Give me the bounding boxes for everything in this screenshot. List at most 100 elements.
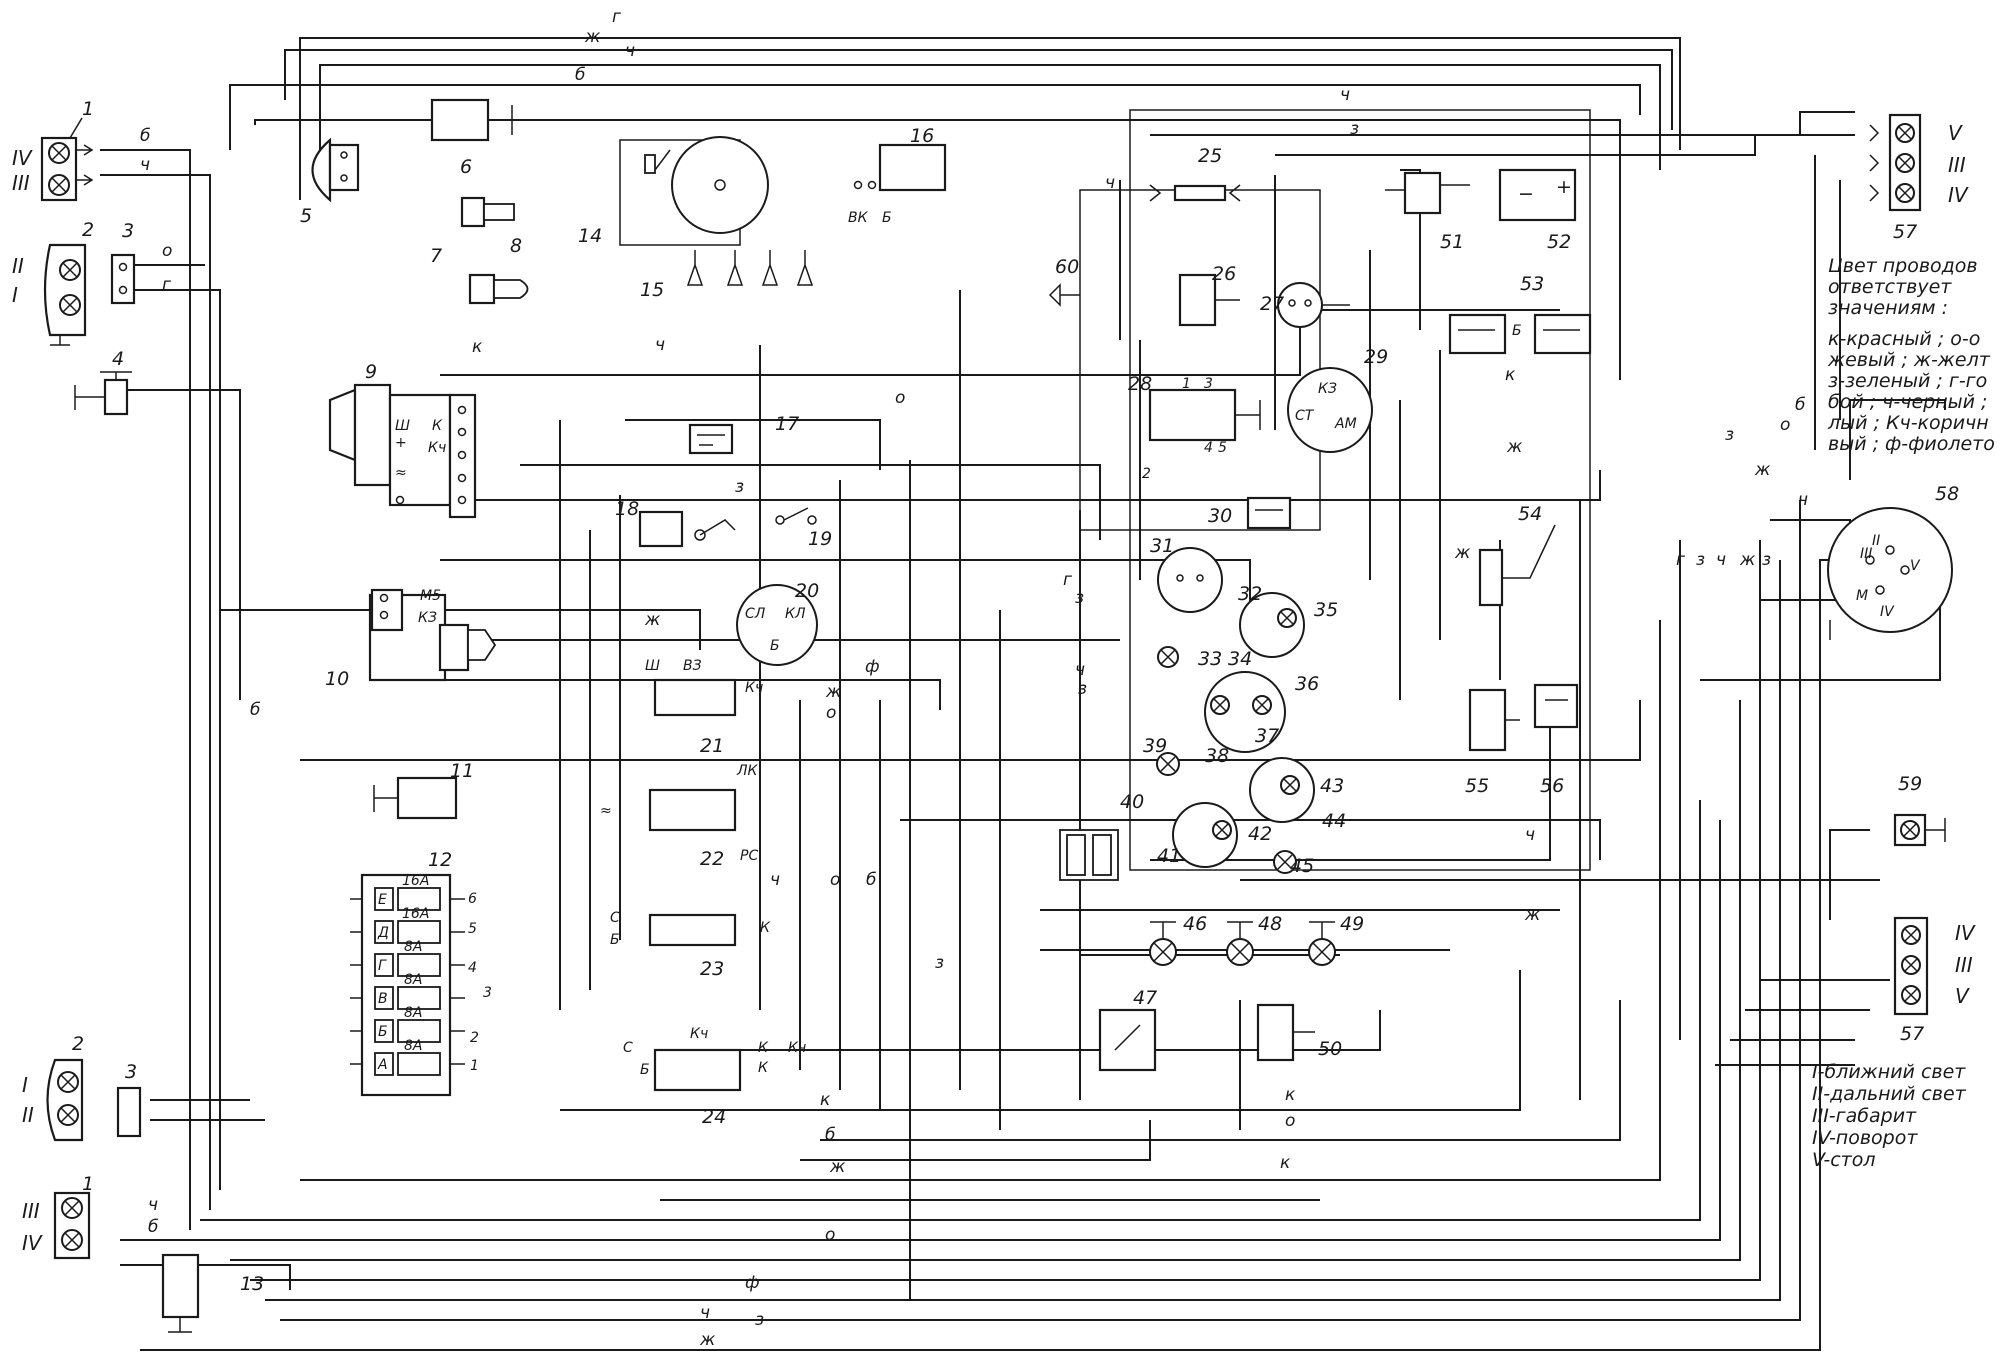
terminal-label: 1 [1182, 376, 1191, 392]
distributor-14 [619, 136, 769, 246]
component-number: 39 [1143, 735, 1167, 757]
relay-26 [1178, 273, 1240, 327]
connector-3-top [110, 253, 136, 305]
component-number: 59 [1898, 773, 1922, 795]
roman-label: II [12, 254, 24, 278]
wire-label: з [1725, 425, 1734, 445]
legend-colour-line: з-зеленый ; г-го [1828, 370, 1987, 392]
gauge-31 [1157, 547, 1223, 613]
roman-label: IV [1880, 604, 1895, 620]
fuse-letter: В [378, 991, 388, 1007]
fuse-block-12: Е Д Г В Б А 16А 16А 8А 8А 8А 8А 6 5 4 3 … [350, 873, 492, 1097]
fuse-rating: 16А [402, 906, 429, 922]
headlamp-2-bottom [46, 1058, 84, 1142]
terminal-label: СЛ [745, 606, 766, 622]
switch-56 [1533, 683, 1579, 729]
wire-label: ч [625, 41, 635, 61]
switch-55 [1468, 688, 1520, 752]
wire-label: г [162, 275, 171, 295]
component-number: 1 [82, 1173, 94, 1195]
relay-23: С Б К [610, 910, 771, 948]
roman-label: I [22, 1073, 28, 1097]
spark-plugs-15 [686, 250, 814, 286]
wire-colour-labels: г ж ч б б ч о г ч з ч к ч о к ж з ж ф ч … [140, 7, 1808, 1350]
component-number: 48 [1258, 913, 1282, 935]
wire-label: ж [825, 682, 842, 702]
fuse-output: 2 [470, 1030, 479, 1046]
switch-47 [1098, 1008, 1157, 1072]
component-number: 34 [1228, 648, 1252, 670]
roman-label: IV [1955, 921, 1976, 945]
component-number: 13 [240, 1273, 264, 1295]
terminal-label: КЗ [418, 610, 437, 626]
terminal-label: − [1518, 183, 1534, 205]
terminal-label: 4 [1204, 440, 1213, 456]
legend-colour-line: жевый ; ж-желт [1827, 349, 1991, 371]
relay-50 [1256, 1003, 1315, 1062]
legend-title-line: значениям : [1828, 297, 1948, 319]
component-7 [460, 196, 515, 228]
component-number: 46 [1183, 913, 1207, 935]
component-51 [1385, 171, 1470, 215]
wire-label: ж [584, 27, 601, 47]
roman-label: V [1948, 121, 1963, 145]
component-number: 25 [1198, 145, 1222, 167]
connector-3-bottom [116, 1086, 142, 1138]
wire-label: з [755, 1310, 764, 1330]
fuse-output: 5 [468, 921, 477, 937]
wire-label: о [162, 241, 172, 261]
legend-title-line: Цвет проводов [1828, 255, 1978, 277]
wire-label: з [1078, 679, 1087, 699]
wire-label: к [1505, 365, 1516, 385]
wire-label: ф [865, 657, 880, 677]
wire-label: к [1280, 1153, 1291, 1173]
wire-label: ч [1525, 825, 1535, 845]
fuse-letter: Б [378, 1024, 388, 1040]
fuse-output: 3 [483, 985, 492, 1001]
component-number: 7 [430, 245, 442, 267]
component-number: 17 [775, 413, 799, 435]
starter-10: М5 КЗ [368, 588, 497, 682]
terminal-label: М [1856, 588, 1868, 604]
component-number: 29 [1364, 346, 1388, 368]
rheostat-54 [1478, 524, 1556, 607]
component-number: 24 [702, 1106, 726, 1128]
component-number: 50 [1318, 1038, 1342, 1060]
component-number: 30 [1208, 505, 1232, 527]
wire-label: ч [1798, 490, 1808, 510]
gauge-41-42 [1172, 802, 1238, 868]
component-number: 43 [1320, 775, 1344, 797]
component-number: 22 [700, 848, 724, 870]
switch-30 [1246, 496, 1292, 530]
wire-label: ж [1754, 460, 1771, 480]
component-number: 56 [1540, 775, 1564, 797]
roman-label: III [12, 171, 30, 195]
fuse-output: 4 [468, 960, 477, 976]
button-4 [74, 371, 132, 416]
lamp-49 [1308, 921, 1336, 966]
wire-label: з [1350, 119, 1359, 139]
roman-label: II [22, 1103, 34, 1127]
terminal-label: 5 [1218, 440, 1227, 456]
gauge-32 [1239, 592, 1305, 658]
switch-pair-53: Б [1448, 313, 1592, 355]
wire-label: о [895, 388, 905, 408]
wire-label: г [1676, 550, 1685, 570]
terminal-label: АМ [1334, 416, 1357, 432]
roman-label: III [1860, 546, 1872, 562]
fuse-letter: Д [377, 925, 389, 941]
lamp-33 [1157, 646, 1179, 668]
trailer-socket-58: М [1827, 507, 1953, 640]
component-number: 58 [1935, 483, 1959, 505]
fuse-output: 6 [468, 891, 477, 907]
component-numbers: 1 1 2 2 3 3 4 5 6 7 8 9 10 11 12 13 14 1… [72, 98, 1959, 1295]
terminal-label: Б [1512, 323, 1522, 339]
component-13 [161, 1253, 200, 1333]
regulator-22: ≈ ЛК РС [600, 763, 759, 864]
ground-60 [1048, 283, 1080, 307]
component-number: 37 [1255, 725, 1279, 747]
legend-colour-line: лый ; Кч-коричн [1827, 412, 1989, 434]
wire-label: ч [140, 155, 150, 175]
component-number: 8 [510, 235, 522, 257]
component-number: 55 [1465, 775, 1489, 797]
